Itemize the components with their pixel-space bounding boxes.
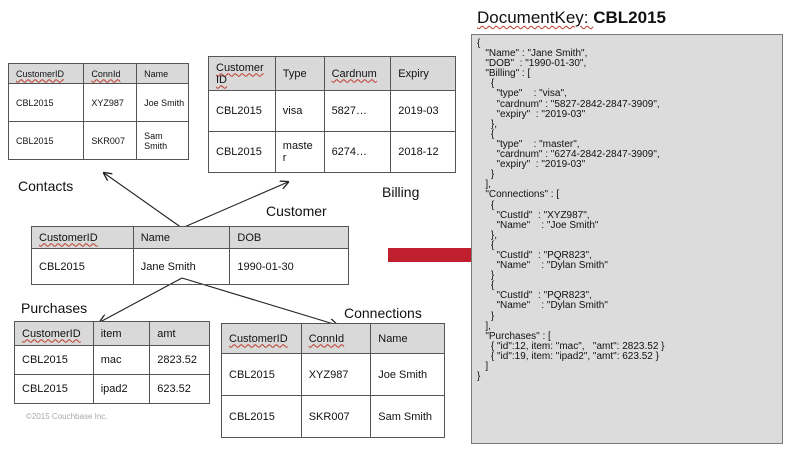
- column-header: amt: [149, 321, 210, 346]
- line-to-billing: [181, 182, 288, 229]
- column-header: Name: [370, 323, 445, 354]
- table-cell: 6274…: [323, 131, 392, 173]
- line-to-contacts: [104, 173, 183, 229]
- table-cell: XYZ987: [300, 353, 372, 396]
- column-header: CustomerID: [14, 321, 94, 346]
- column-header: ConnId: [300, 323, 372, 354]
- document-key-prefix: DocumentKey:: [477, 8, 594, 27]
- table-cell: 2823.52: [149, 345, 210, 375]
- table-cell: CBL2015: [208, 90, 276, 132]
- contacts-label: Contacts: [18, 178, 74, 194]
- column-header: CustomerID: [31, 226, 134, 249]
- table-cell: CBL2015: [31, 248, 134, 285]
- table-cell: CBL2015: [14, 345, 94, 375]
- table-cell: Sam Smith: [370, 395, 445, 438]
- table-cell: mac: [92, 345, 151, 375]
- billing-label: Billing: [382, 184, 420, 200]
- table-cell: SKR007: [300, 395, 372, 438]
- table-cell: CBL2015: [208, 131, 276, 173]
- table-cell: 2018-12: [390, 131, 456, 173]
- document-key-title: DocumentKey: CBL2015: [477, 8, 666, 28]
- table-cell: 1990-01-30: [229, 248, 349, 285]
- table-cell: Joe Smith: [370, 353, 445, 396]
- table-cell: 5827…: [323, 90, 392, 132]
- column-header: DOB: [229, 226, 349, 249]
- table-cell: CBL2015: [7, 83, 85, 122]
- column-header: item: [92, 321, 151, 346]
- json-document-panel: { "Name" : "Jane Smith", "DOB" : "1990-0…: [471, 34, 783, 444]
- column-header: CustomerID: [221, 323, 302, 354]
- table-cell: Jane Smith: [132, 248, 231, 285]
- json-document-text: { "Name" : "Jane Smith", "DOB" : "1990-0…: [477, 38, 665, 383]
- table-cell: 2019-03: [390, 90, 456, 132]
- table-cell: visa: [274, 90, 325, 132]
- column-header: ConnId: [83, 63, 138, 84]
- table-cell: ipad2: [92, 374, 151, 404]
- column-header: Name: [132, 226, 231, 249]
- connections-label: Connections: [344, 305, 422, 321]
- table-cell: Joe Smith: [136, 83, 189, 122]
- table-cell: SKR007: [83, 121, 138, 160]
- document-key-value: CBL2015: [593, 8, 666, 27]
- column-header: CustomerID: [7, 63, 85, 84]
- table-cell: CBL2015: [221, 353, 302, 396]
- column-header: Name: [136, 63, 189, 84]
- line-to-connections: [181, 277, 337, 325]
- red-arrow: [388, 236, 500, 274]
- purchases-label: Purchases: [21, 300, 88, 316]
- customer-label: Customer: [266, 203, 327, 219]
- table-cell: CBL2015: [7, 121, 85, 160]
- column-header: Expiry: [390, 56, 456, 91]
- table-cell: CBL2015: [14, 374, 94, 404]
- table-cell: CBL2015: [221, 395, 302, 438]
- line-to-purchases: [100, 277, 183, 322]
- column-header: Type: [274, 56, 325, 91]
- column-header: Cardnum: [323, 56, 392, 91]
- copyright-text: ©2015 Couchbase Inc.: [26, 412, 108, 421]
- table-cell: XYZ987: [83, 83, 138, 122]
- table-cell: 623.52: [149, 374, 210, 404]
